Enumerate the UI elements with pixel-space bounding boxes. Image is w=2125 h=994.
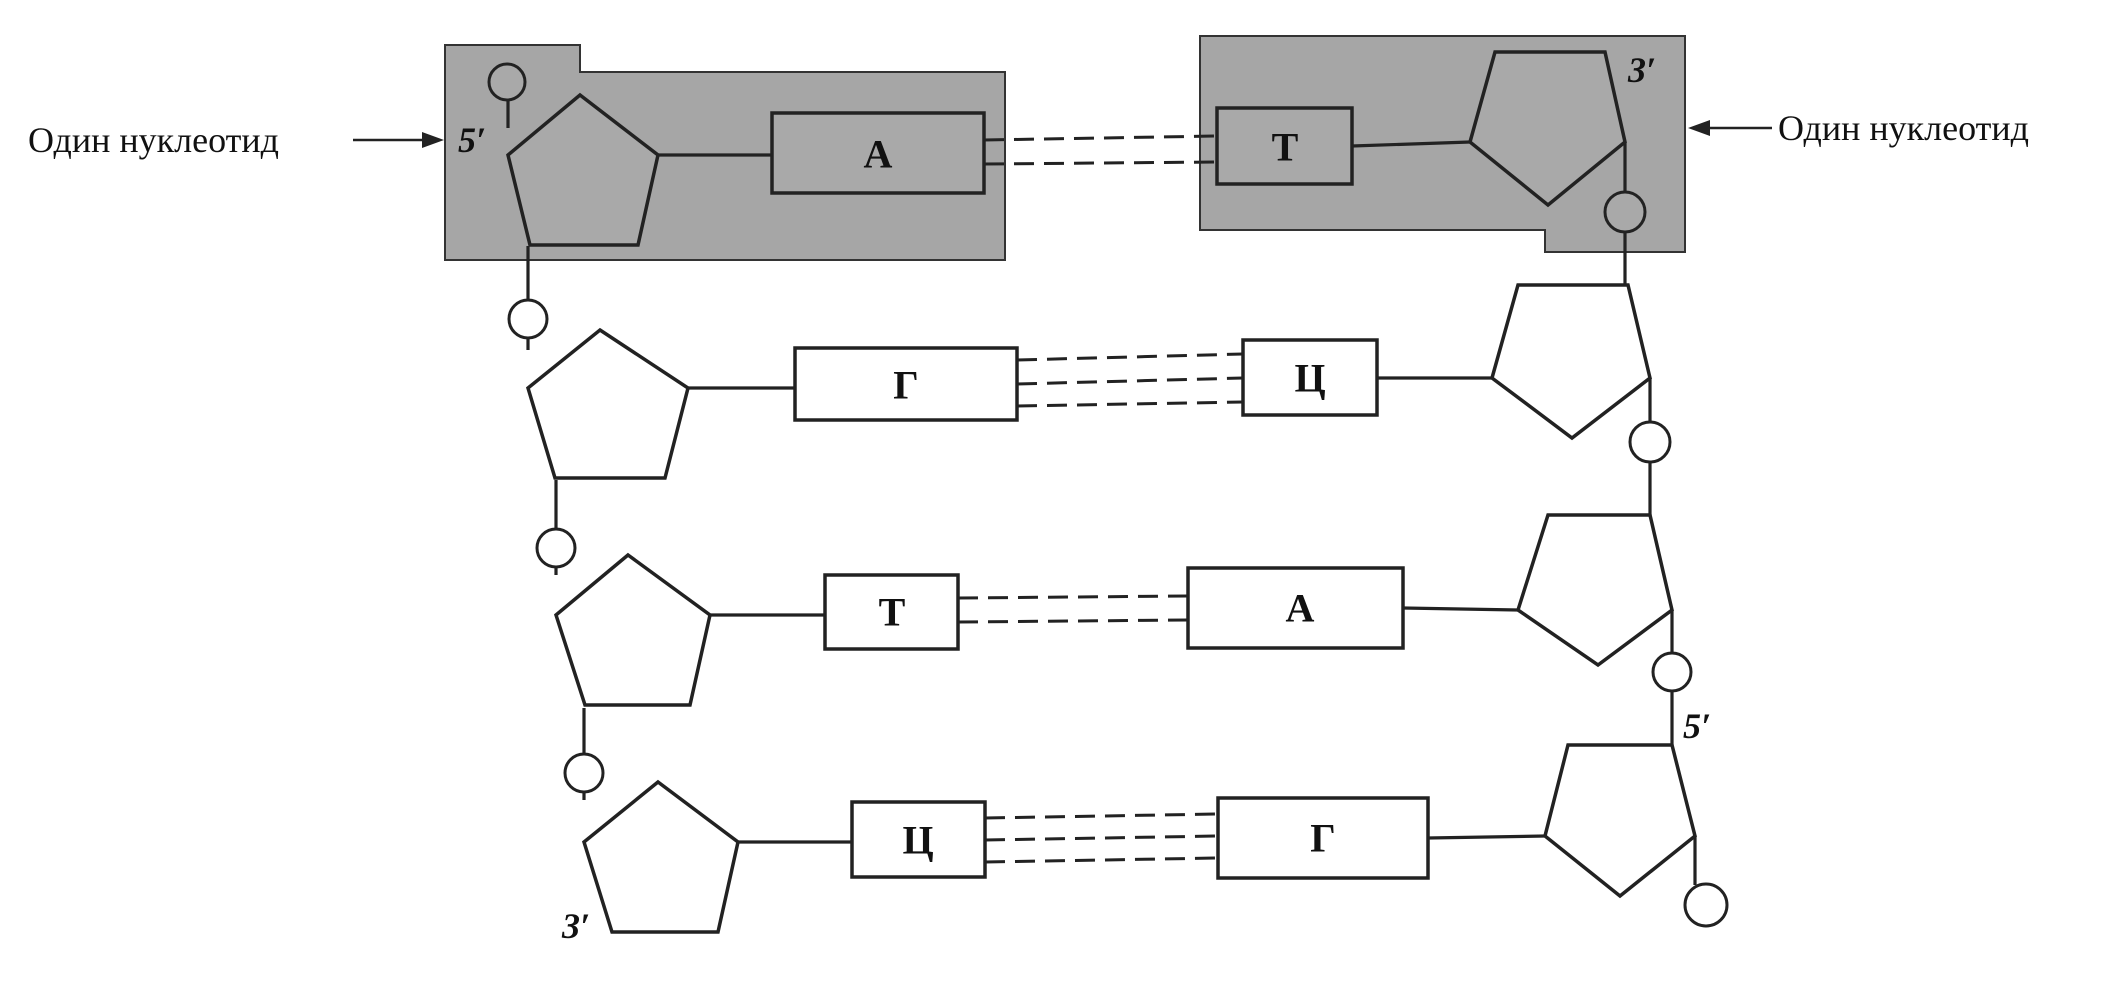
- end-label-left-bottom: 3′: [561, 906, 590, 946]
- base-label-pair4-left: Ц: [902, 818, 933, 863]
- phosphate-circle: [535, 527, 577, 569]
- base-label-pair3-left: Т: [879, 590, 906, 635]
- phosphate-circle: [507, 298, 549, 340]
- sugar-pentagon: [1543, 743, 1697, 899]
- glycosidic-bonds: [658, 140, 1546, 844]
- base-label-pair1-left: А: [864, 132, 893, 177]
- base-label-pair2-left: Г: [893, 363, 918, 408]
- callout-right-label: Один нуклеотид: [1778, 108, 2029, 148]
- phosphate-circle: [563, 752, 605, 794]
- phosphate-circle: [1628, 420, 1672, 464]
- base-box: [823, 573, 960, 651]
- base-box: [1216, 796, 1430, 880]
- callout-left-arrow: [353, 132, 444, 148]
- phosphate-circle: [487, 62, 527, 102]
- base-box: [850, 800, 987, 879]
- sugar-pentagon: [1489, 283, 1652, 441]
- sugar-pentagon: [1468, 50, 1627, 208]
- end-label-right-top: 3′: [1627, 50, 1656, 90]
- base-box: [770, 111, 986, 195]
- phosphate-circle: [1603, 190, 1647, 234]
- base-label-pair3-right: А: [1286, 586, 1315, 631]
- base-box: [1215, 106, 1354, 186]
- base-label-pair2-right: Ц: [1294, 356, 1325, 401]
- right-backbone: [1623, 142, 1697, 885]
- sugar-pentagon: [525, 327, 691, 480]
- sugar-pentagon: [1515, 513, 1674, 668]
- base-label-pair1-right: Т: [1272, 125, 1299, 170]
- base-box: [1186, 566, 1405, 650]
- hydrogen-bonds: [957, 134, 1244, 864]
- end-label-left-top: 5′: [458, 120, 486, 160]
- base-label-pair4-right: Г: [1310, 816, 1335, 861]
- phosphate-circle: [1683, 882, 1729, 928]
- sugar-pentagon: [581, 779, 740, 934]
- base-box: [1241, 338, 1379, 417]
- end-label-right-bottom: 5′: [1683, 706, 1711, 746]
- callout-left-label: Один нуклеотид: [28, 120, 279, 160]
- phosphate-circle: [1651, 651, 1693, 693]
- left-backbone: [506, 100, 586, 800]
- sugar-pentagon: [506, 92, 660, 247]
- callout-right-arrow: [1688, 120, 1772, 136]
- sugar-pentagon: [553, 552, 712, 707]
